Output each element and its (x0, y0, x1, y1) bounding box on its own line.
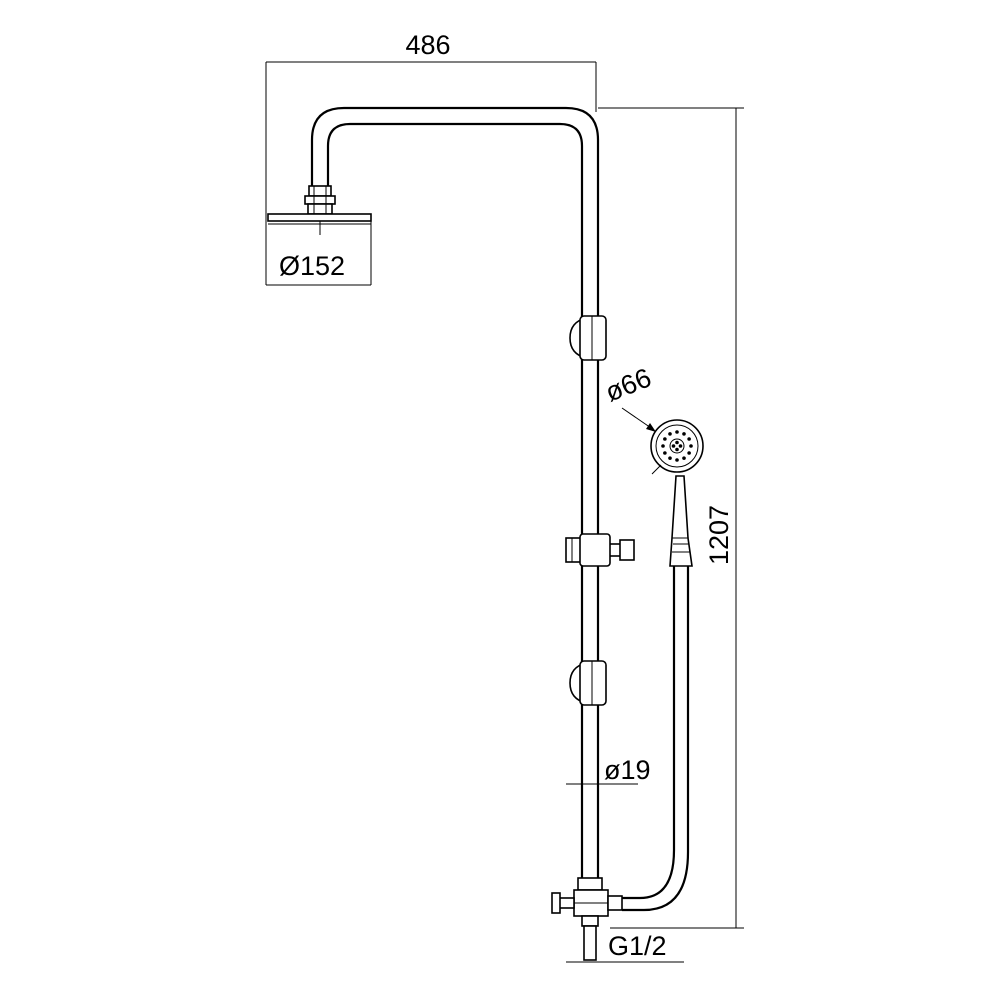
spray-nozzle (663, 437, 667, 441)
spray-nozzle (671, 444, 676, 448)
lower-wall-bracket (569, 660, 607, 706)
width-dimension: 486 (265, 30, 597, 285)
spray-nozzle (687, 437, 691, 441)
spray-nozzle (675, 447, 679, 452)
spray-nozzle (682, 456, 686, 460)
width-dimension-label: 486 (405, 30, 450, 60)
upper-wall-bracket (569, 315, 607, 361)
hand-shower-diameter-dimension: ø66 (601, 362, 662, 475)
spray-nozzle (687, 451, 691, 455)
inlet-thread-label: G1/2 (608, 931, 667, 961)
hand-shower-diameter-label: ø66 (601, 362, 655, 407)
spray-nozzles (661, 430, 693, 462)
pipe-diameter-label: ø19 (604, 755, 651, 785)
spray-nozzle (668, 456, 672, 460)
head-diameter-label: Ø152 (279, 251, 345, 281)
sliding-holder (565, 533, 635, 567)
inlet-thread-dimension: G1/2 (566, 931, 684, 963)
overhead-shower-head: Ø152 (266, 185, 372, 286)
spray-nozzle (668, 432, 672, 436)
height-dimension: 1207 (598, 107, 744, 929)
pipe-diameter-dimension: ø19 (566, 755, 651, 785)
spray-nozzle (675, 430, 679, 434)
spray-nozzle (661, 444, 665, 448)
spray-nozzle (663, 451, 667, 455)
spray-nozzle (675, 440, 679, 445)
spray-nozzle (682, 432, 686, 436)
spray-nozzle (689, 444, 693, 448)
height-dimension-label: 1207 (704, 505, 734, 565)
spray-nozzle (678, 444, 683, 448)
riser-pipe (310, 106, 600, 900)
diverter-valve (551, 877, 623, 961)
spray-nozzle (675, 458, 679, 462)
hand-shower (650, 419, 704, 567)
flexible-hose (622, 566, 690, 912)
